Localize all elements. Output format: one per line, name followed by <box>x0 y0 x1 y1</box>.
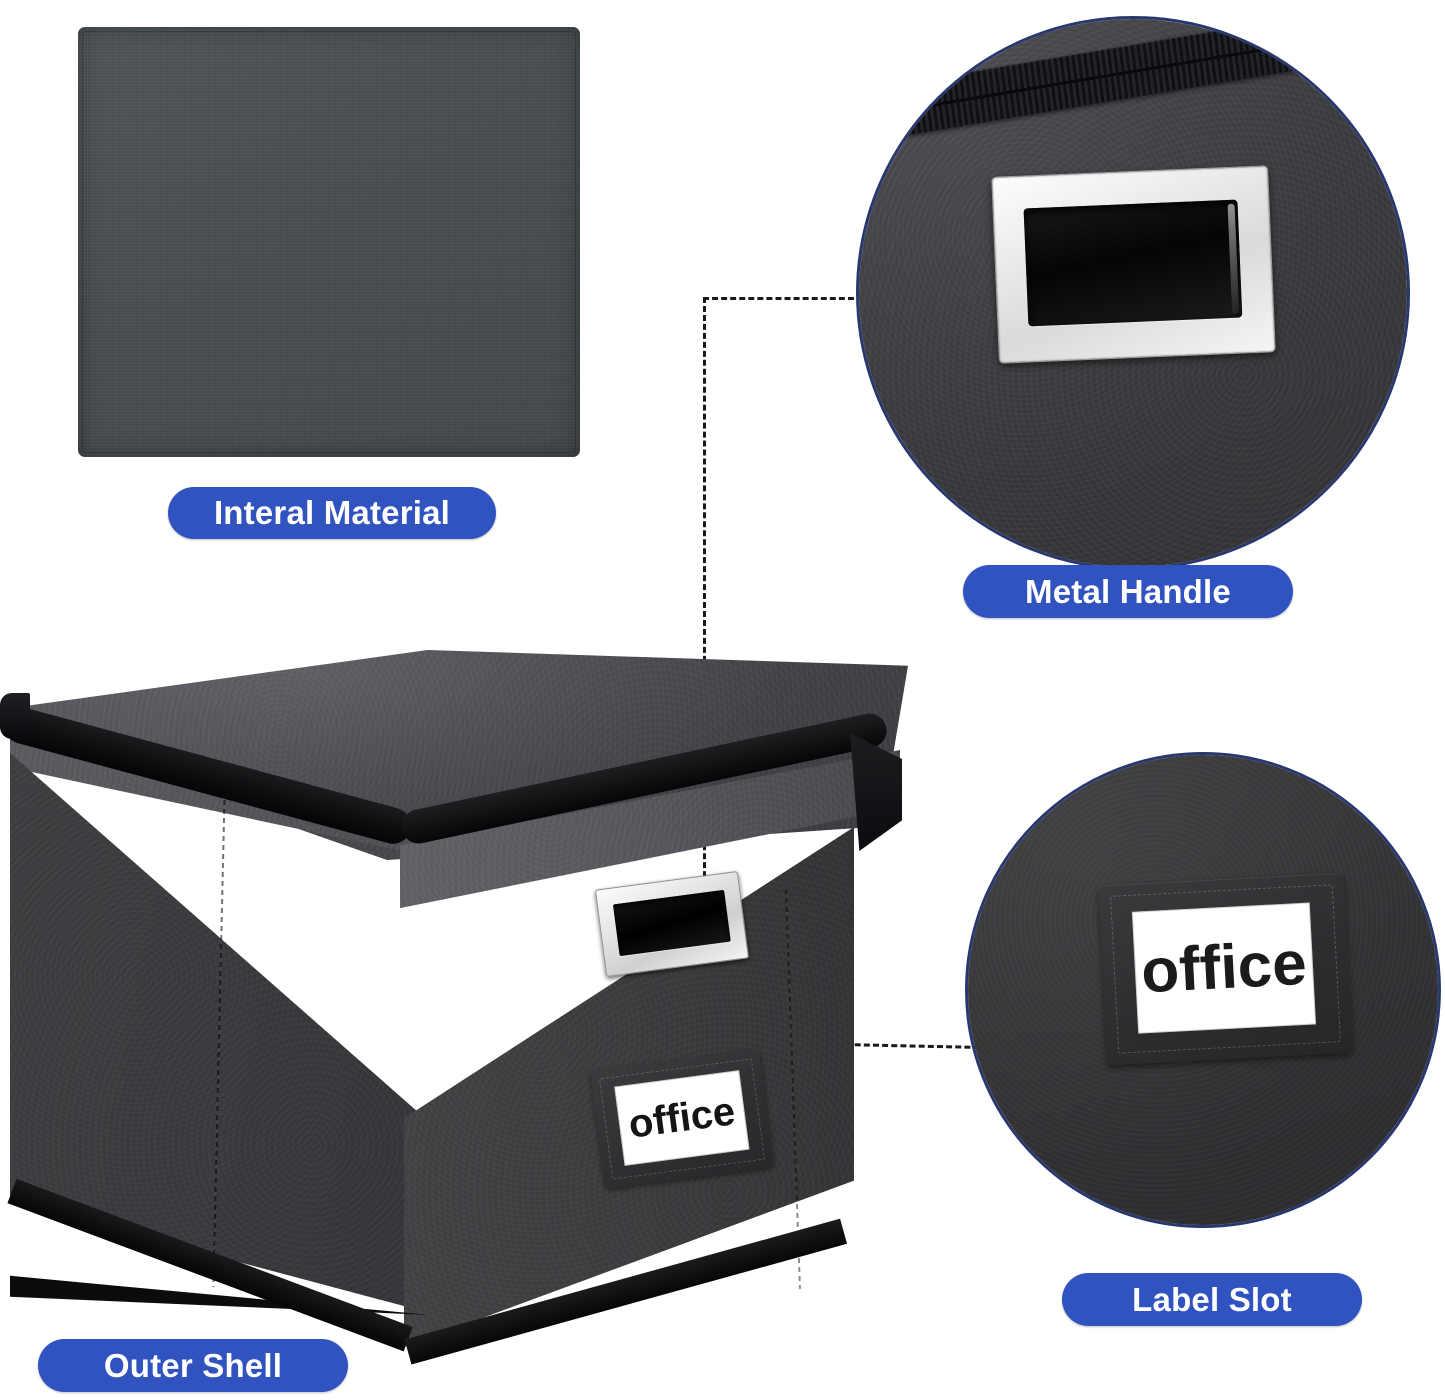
label-slot-holder: office <box>1098 872 1353 1066</box>
label-slot-holder: office <box>590 1049 774 1189</box>
connector-line-metal-handle-horizontal <box>703 297 863 300</box>
callout-label-internal-material: Interal Material <box>168 487 496 539</box>
callout-label-label-slot: Label Slot <box>1062 1273 1362 1326</box>
handle-recess <box>1023 199 1243 327</box>
label-card-text: office <box>626 1089 738 1147</box>
metal-handle-icon <box>594 870 750 978</box>
box-lid-corner-wrap <box>850 733 902 851</box>
storage-box-product-image: office <box>0 645 910 1365</box>
metal-handle-icon <box>991 165 1276 364</box>
internal-material-swatch <box>78 27 580 457</box>
callout-label-outer-shell: Outer Shell <box>38 1339 348 1392</box>
callout-label-slot: office <box>965 752 1441 1228</box>
connector-line-metal-handle-vertical <box>703 297 706 922</box>
callout-metal-handle <box>856 16 1410 570</box>
label-card: office <box>614 1070 750 1166</box>
callout-label-metal-handle: Metal Handle <box>963 565 1293 618</box>
label-card: office <box>1131 902 1317 1034</box>
label-card-text: office <box>1139 928 1309 1007</box>
box-lid-tab <box>0 693 30 739</box>
handle-recess <box>612 889 731 957</box>
